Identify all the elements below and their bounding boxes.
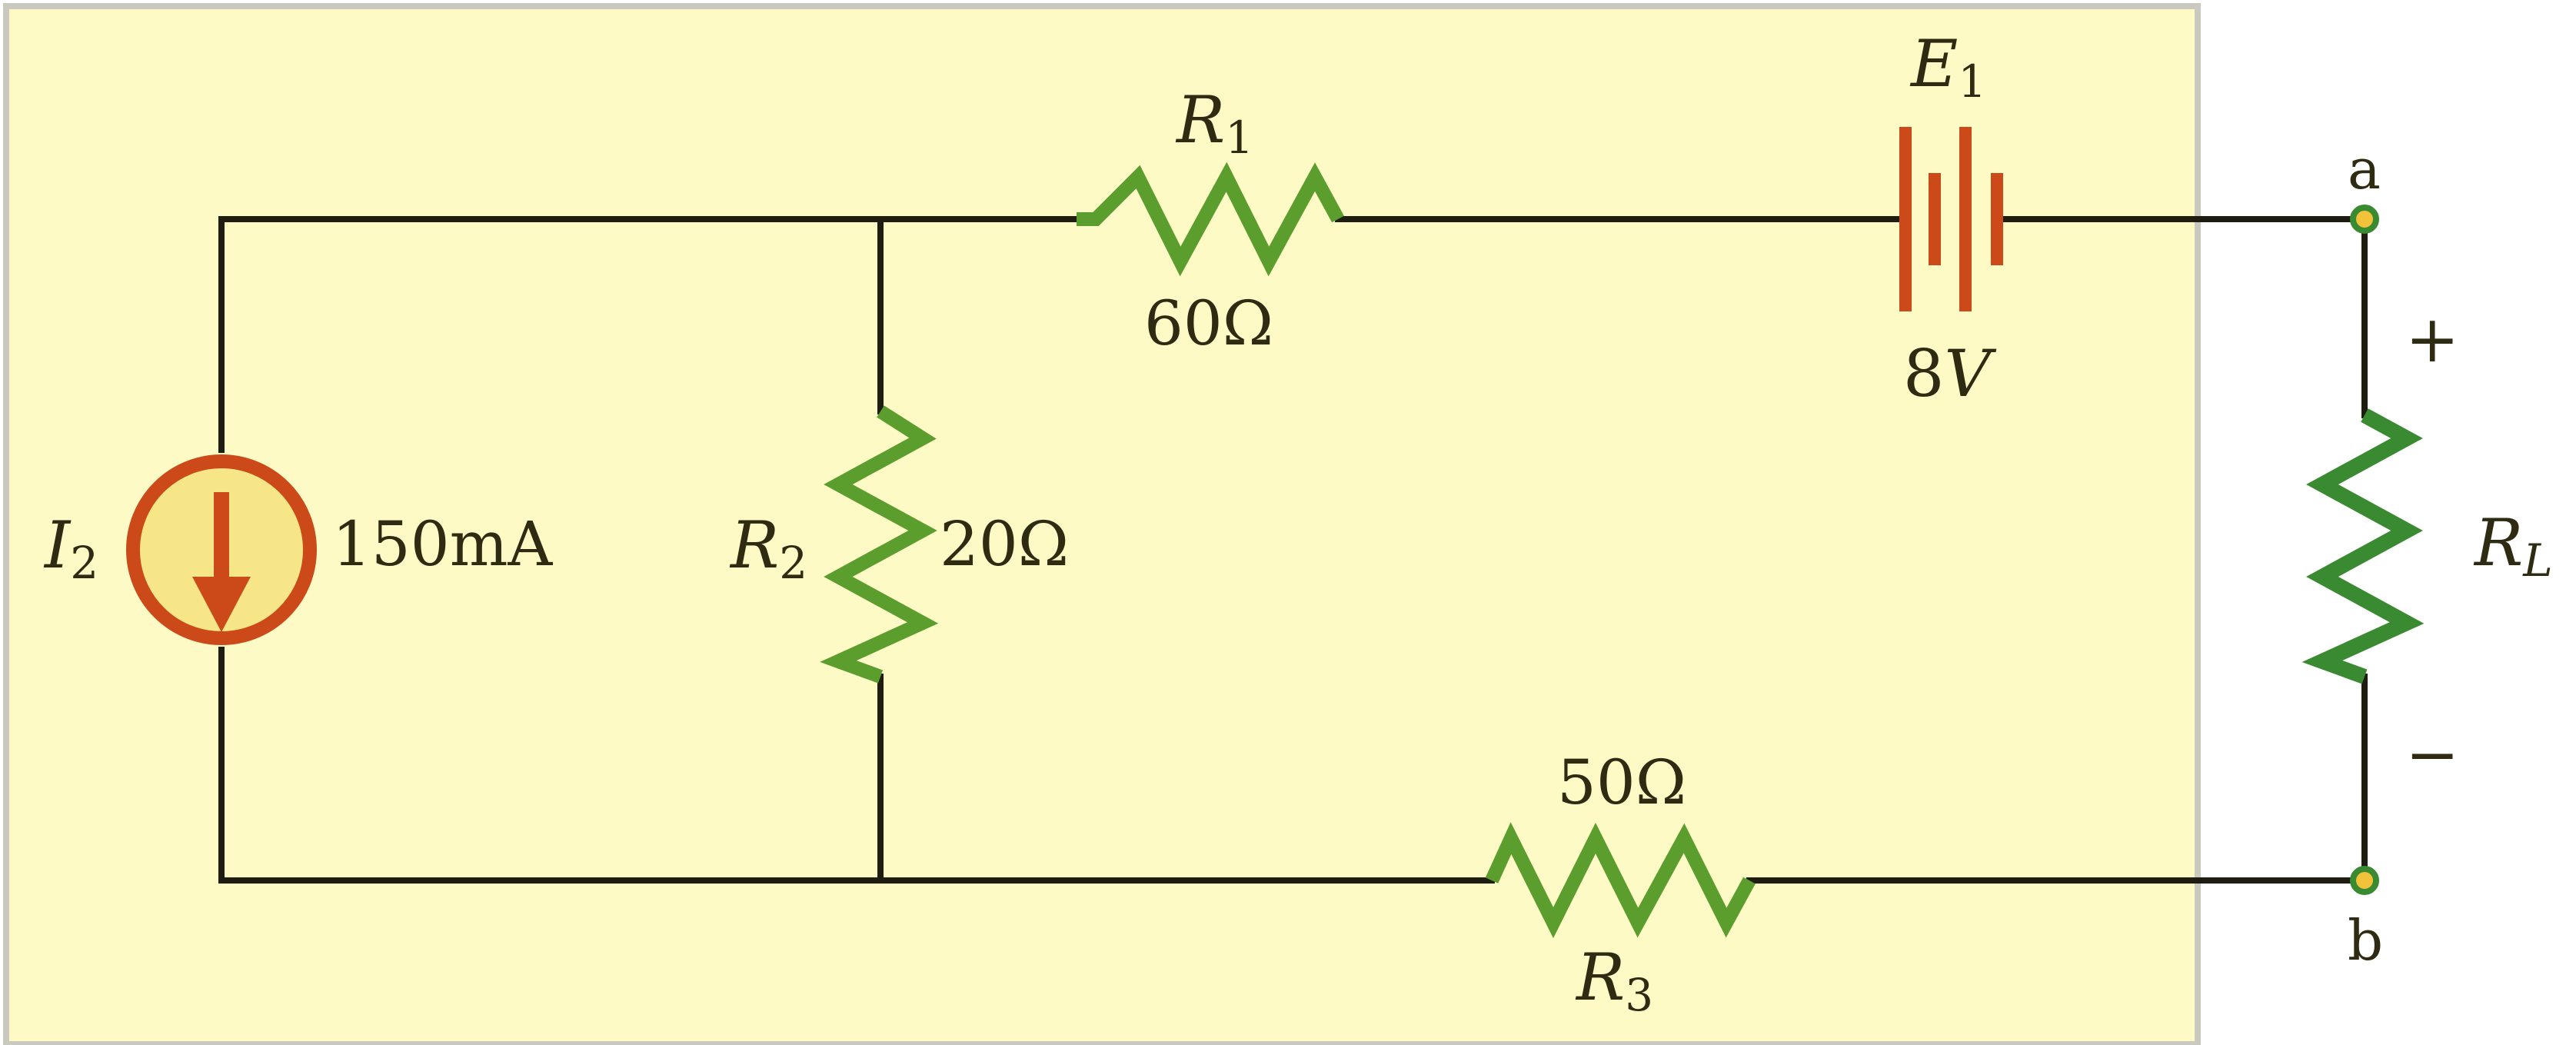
circuit-background-box xyxy=(3,3,2201,1045)
battery-icon xyxy=(1899,127,2003,311)
r2-value-label: 20Ω xyxy=(940,508,1069,580)
r3-name-label: R3 xyxy=(1575,940,1653,1021)
polarity-plus-label: + xyxy=(2405,301,2459,377)
resistor-rl-zigzag xyxy=(2301,408,2425,684)
rl-name-label: RL xyxy=(2473,505,2553,587)
wires xyxy=(218,216,2368,884)
r3-value-label: 50Ω xyxy=(1557,747,1686,818)
terminal-b-dot xyxy=(2350,866,2379,895)
terminal-a-label: a xyxy=(2348,137,2381,201)
terminal-b-label: b xyxy=(2348,908,2383,973)
resistor-r1-zigzag xyxy=(1077,161,1344,277)
current-source-icon xyxy=(126,454,317,645)
r1-value-label: 60Ω xyxy=(1144,288,1273,359)
terminal-a-dot xyxy=(2350,205,2379,234)
battery-plate-long-2 xyxy=(1959,127,1972,311)
i2-name-label: I2 xyxy=(43,508,98,589)
arrow-down-icon xyxy=(192,577,251,632)
r1-name-label: R1 xyxy=(1175,82,1253,164)
battery-plate-short-1 xyxy=(1929,173,1941,265)
resistor-r2-zigzag xyxy=(820,405,939,684)
i2-value-label: 150mA xyxy=(332,508,554,580)
e1-name-label: E1 xyxy=(1909,26,1986,108)
battery-plate-long-1 xyxy=(1899,127,1912,311)
e1-value-label: 8V xyxy=(1903,336,1996,411)
r2-name-label: R2 xyxy=(729,508,807,589)
current-source-arrow-shaft xyxy=(214,492,229,584)
polarity-minus-label: − xyxy=(2405,717,2459,792)
battery-plate-short-2 xyxy=(1991,173,2003,265)
resistor-r3-zigzag xyxy=(1485,822,1756,939)
